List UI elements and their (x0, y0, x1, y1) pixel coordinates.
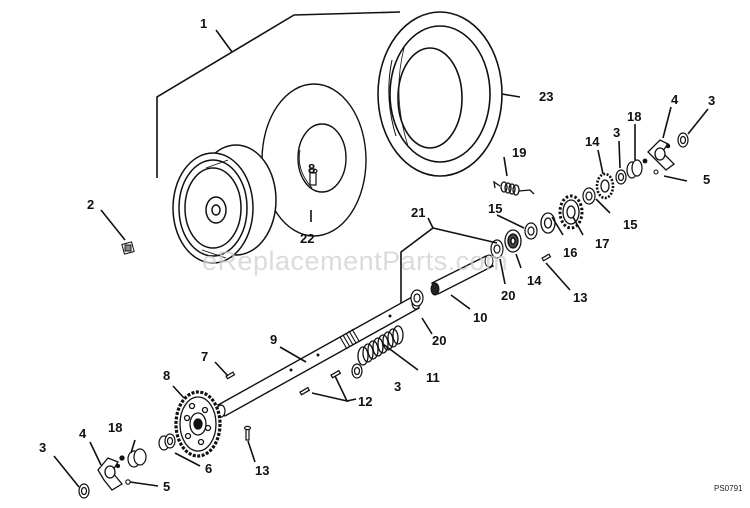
callout-11: 11 (426, 370, 440, 385)
callout-3-upper: 3 (613, 125, 620, 140)
callout-14-lower: 14 (527, 273, 542, 288)
axle-part-9 (216, 296, 421, 418)
callout-9: 9 (270, 332, 277, 347)
clip-part-2 (121, 241, 135, 255)
callout-20-upper: 20 (501, 288, 515, 303)
screw-part-5-left (125, 479, 131, 485)
callout-18-right: 18 (627, 109, 641, 124)
watermark-text: eReplacementParts.com (202, 246, 508, 276)
washer-part-15-left (524, 222, 538, 240)
axle-tube-part-10 (430, 254, 495, 296)
bushing-part-18-left (127, 448, 147, 468)
sprocket-part-17 (558, 194, 584, 230)
callout-3-left: 3 (39, 440, 46, 455)
wheel-rim (172, 144, 277, 264)
callout-22: 22 (300, 231, 314, 246)
tire-part-23 (377, 11, 503, 177)
callout-19: 19 (512, 145, 526, 160)
callout-2: 2 (87, 197, 94, 212)
washer-part-3-left (78, 483, 90, 499)
figure-code: PS0791 (714, 484, 743, 493)
callout-3-middle: 3 (394, 379, 401, 394)
callout-12: 12 (358, 394, 372, 409)
callout-17: 17 (595, 236, 609, 251)
pin-part-7 (225, 371, 236, 380)
valve-stem-part-8 (308, 168, 318, 186)
hub-part-4-right (647, 139, 675, 171)
callout-14-upper: 14 (585, 134, 600, 149)
callout-15-right: 15 (623, 217, 637, 232)
washer-part-15-right (582, 187, 596, 205)
bushing-part-6 (158, 433, 176, 451)
bushing-part-18-right (626, 158, 648, 179)
gear-part-16 (540, 212, 556, 234)
callout-5-right: 5 (703, 172, 710, 187)
callout-6: 6 (205, 461, 212, 476)
callout-23: 23 (539, 89, 553, 104)
bearing-part-20-lower (410, 289, 424, 307)
callout-1: 1 (200, 16, 207, 31)
inner-tube-part-22 (261, 83, 367, 237)
callout-3-right: 3 (708, 93, 715, 108)
bearing-part-20-upper (490, 239, 504, 259)
gear-part-14-lower (504, 229, 522, 253)
spring-part-11 (357, 325, 404, 366)
callout-4-right: 4 (671, 92, 679, 107)
callout-4-left: 4 (79, 426, 87, 441)
washer-part-3-right (677, 132, 689, 148)
screw-part-5-right (653, 169, 659, 175)
callout-13-upper: 13 (573, 290, 587, 305)
callout-5-left: 5 (163, 479, 170, 494)
washer-part-3-upper (615, 169, 627, 185)
callout-8-valve: 8 (308, 161, 315, 176)
leader-lines (53, 11, 709, 488)
callout-18-left: 18 (108, 420, 122, 435)
pins-part-12 (299, 369, 342, 396)
gear-part-14-upper (595, 172, 615, 200)
callout-16: 16 (563, 245, 577, 260)
callout-8-gear: 8 (163, 368, 170, 383)
pin-part-13-lower (243, 425, 252, 441)
torsion-spring-part-19 (493, 180, 535, 196)
callout-7: 7 (201, 349, 208, 364)
callout-21: 21 (411, 205, 425, 220)
callout-10: 10 (473, 310, 487, 325)
callout-20-lower: 20 (432, 333, 446, 348)
washer-part-3-middle (351, 363, 363, 379)
callout-13-lower: 13 (255, 463, 269, 478)
hub-part-4-left (97, 455, 125, 491)
gear-part-8 (174, 390, 222, 458)
callout-labels: 1 2 3 3 3 3 4 4 5 5 6 7 8 8 9 10 11 12 1… (39, 16, 715, 494)
callout-15-left: 15 (488, 201, 502, 216)
pin-part-13-upper (541, 253, 552, 262)
